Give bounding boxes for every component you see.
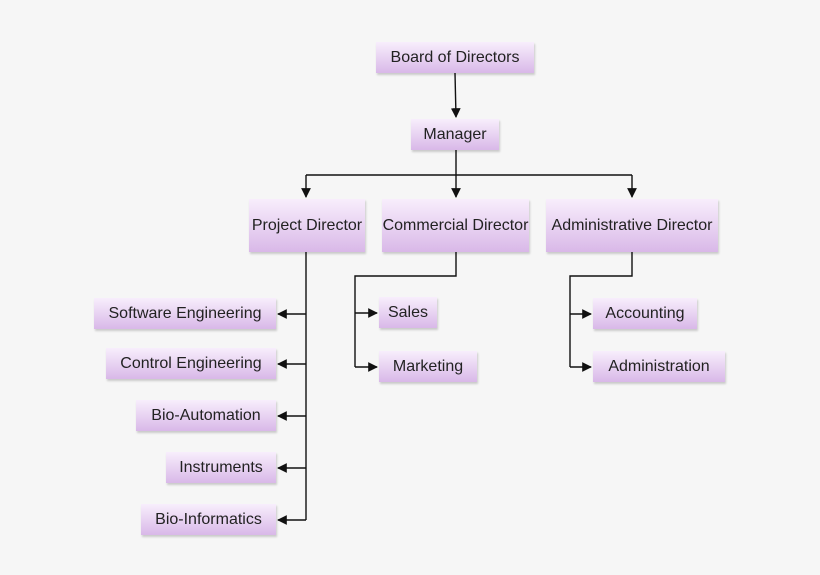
commercial-director-box: Commercial Director: [382, 199, 529, 252]
board-of-directors-box: Board of Directors: [376, 42, 534, 73]
marketing-box: Marketing: [379, 351, 477, 382]
administration-box: Administration: [593, 351, 725, 382]
bio-automation-box: Bio-Automation: [136, 400, 276, 431]
control-engineering-box: Control Engineering: [106, 348, 276, 379]
software-engineering-box: Software Engineering: [94, 298, 276, 329]
sales-box: Sales: [379, 297, 437, 328]
edge-commercial-spine: [354, 252, 457, 367]
bio-informatics-box: Bio-Informatics: [141, 504, 276, 535]
manager-box: Manager: [411, 119, 499, 150]
instruments-box: Instruments: [166, 452, 276, 483]
accounting-box: Accounting: [593, 298, 697, 329]
edge-board-manager: [450, 72, 461, 118]
edge-administrative-spine: [569, 252, 633, 367]
administrative-director-box: Administrative Director: [546, 199, 718, 252]
project-director-box: Project Director: [249, 199, 365, 252]
